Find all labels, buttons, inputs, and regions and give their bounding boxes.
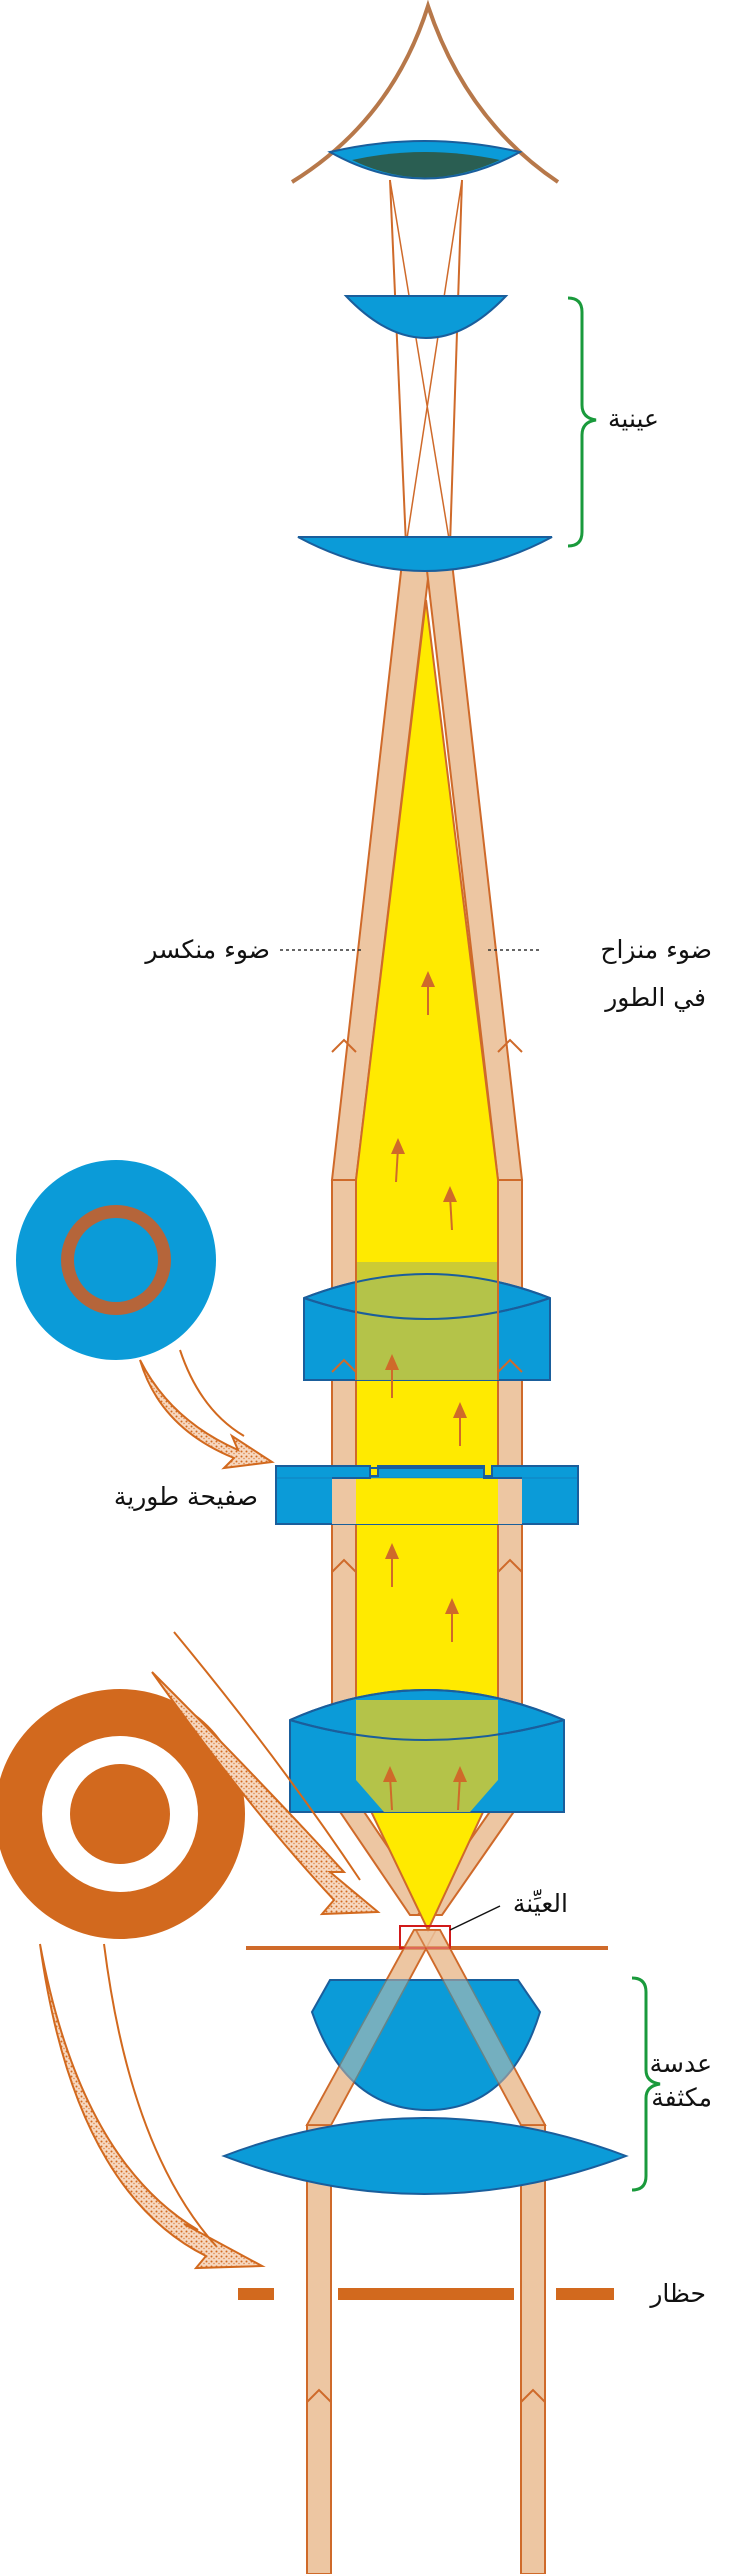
phase-shifted-label-line2: في الطور	[603, 983, 706, 1012]
beam-chevron-4	[331, 1558, 357, 1573]
eyepiece-eye-lens	[343, 295, 509, 339]
light-up-arrow-1	[391, 1138, 405, 1154]
eyepiece-lenses	[297, 295, 553, 572]
beam-lower-right	[520, 2124, 546, 2574]
beam-chevron-3	[497, 1358, 523, 1373]
beam-chevron-6	[331, 1038, 357, 1053]
condenser-label-line1: عدسة	[650, 2049, 712, 2078]
beam-chevron-2	[331, 1358, 357, 1373]
eyepiece-field-lens	[297, 536, 553, 572]
condenser-lenses	[221, 1979, 629, 2195]
light-up-arrow-0	[421, 971, 435, 987]
annulus-label: حظار	[648, 2279, 706, 2308]
light-up-arrow-8	[453, 1766, 467, 1782]
annulus-diaphragm	[238, 2288, 614, 2300]
light-up-arrow-2	[443, 1186, 457, 1202]
diffracted-label: ضوء منكسر	[143, 935, 270, 964]
phase-plate-label: صفيحة طورية	[114, 1482, 258, 1511]
light-up-arrow-6	[445, 1598, 459, 1614]
annulus-ring-icon	[0, 1689, 245, 1939]
specimen-marker	[399, 1925, 451, 1949]
light-up-arrow-3	[385, 1354, 399, 1370]
ray-cross-a	[405, 179, 463, 546]
direction-arrows	[306, 971, 546, 2403]
beam-chevron-1	[520, 2388, 546, 2403]
light-up-arrow-7	[383, 1766, 397, 1782]
beam-chevron-5	[497, 1558, 523, 1573]
arrow-to-specimen	[151, 1671, 381, 1916]
ray-cross-b	[389, 179, 451, 546]
condenser-lower-lens	[221, 2117, 629, 2195]
condenser-label-line2: مكثفة	[651, 2083, 712, 2112]
eye-icon	[290, 0, 560, 184]
phase-plate	[275, 1465, 579, 1525]
condenser-rays	[305, 1929, 547, 2126]
ray-to-eye-right	[449, 179, 463, 546]
eyepiece-bracket	[567, 296, 597, 548]
objective-upper-lens	[303, 1262, 551, 1381]
light-up-arrow-5	[385, 1543, 399, 1559]
objective-lower-lens	[289, 1689, 565, 1813]
light-up-arrow-4	[453, 1402, 467, 1418]
phase-plate-ring-icon	[16, 1160, 216, 1360]
ray-to-eye-left	[389, 179, 407, 546]
beam-lower-left	[306, 2124, 332, 2574]
beam-chevron-0	[306, 2388, 332, 2403]
eyepiece-label: عينية	[608, 404, 659, 433]
condenser-bracket	[631, 1976, 661, 2192]
beam-chevron-7	[497, 1038, 523, 1053]
specimen-label: العيِّنة	[513, 1888, 568, 1918]
arrow-to-phase-plate	[139, 1359, 275, 1470]
specimen-leader	[449, 1905, 501, 1931]
pointer-arrow-icon	[39, 1349, 381, 2270]
arrow-to-annulus	[39, 1943, 266, 2270]
condenser-upper-lens	[310, 1979, 542, 2112]
phase-shifted-label-line1: ضوء منزاح	[600, 935, 712, 964]
